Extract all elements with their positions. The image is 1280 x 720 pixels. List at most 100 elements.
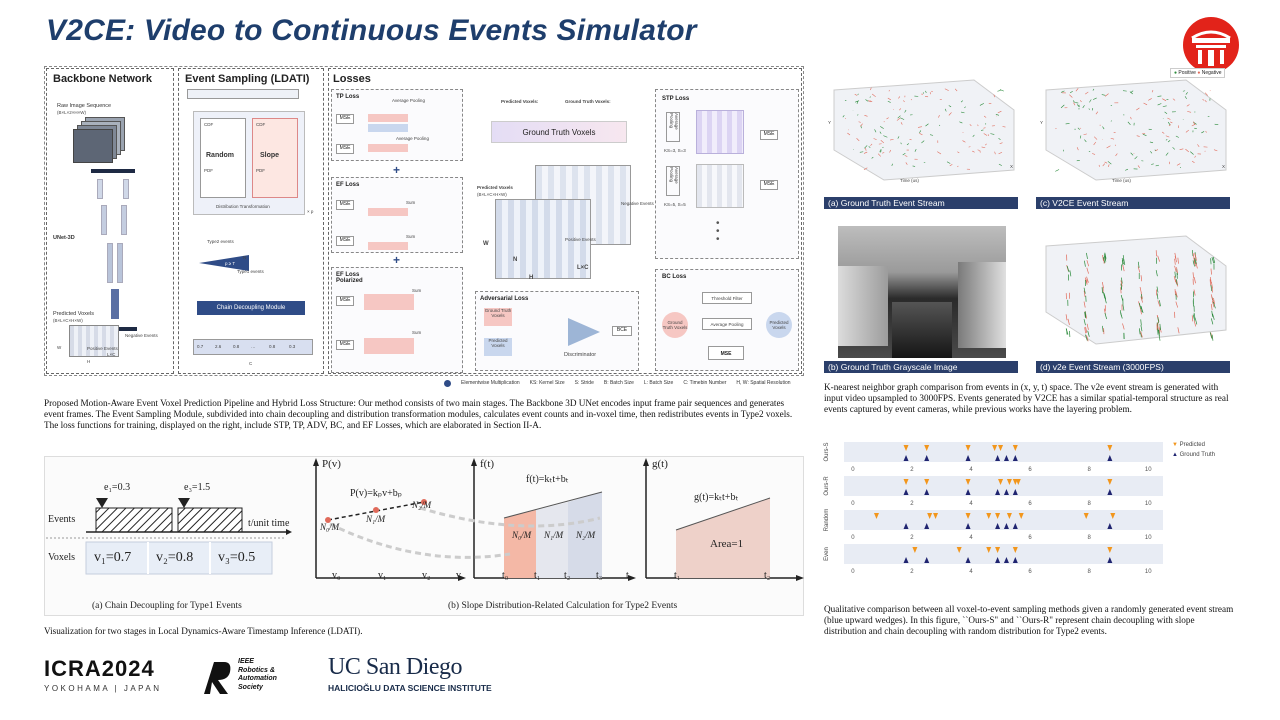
knn-edge (1140, 296, 1143, 303)
knn-edge (1060, 104, 1065, 109)
knn-edge (1193, 289, 1196, 296)
v-axis: v (456, 570, 461, 581)
predicted-marker (965, 479, 971, 485)
v1-tick: v₁ (378, 570, 387, 581)
knn-edge (925, 123, 929, 127)
tick-label: 10 (1145, 467, 1152, 473)
knn-edge (1082, 105, 1085, 109)
legend-gt-label: Ground Truth (1179, 452, 1215, 458)
knn-edge (1174, 265, 1177, 272)
knn-edge (1072, 100, 1075, 103)
knn-edge (929, 134, 934, 136)
knn-edge (1176, 163, 1181, 166)
tp-avg-pooling-2: Average Pooling (396, 136, 429, 141)
knn-edge (1055, 169, 1060, 172)
predicted-marker (1107, 479, 1113, 485)
knn-edge (859, 151, 864, 153)
knn-edge (921, 140, 925, 144)
knn-edge (1120, 280, 1123, 287)
gt-marker (924, 557, 930, 563)
n-label: N (243, 255, 247, 260)
knn-edge (1103, 255, 1107, 262)
knn-edge (1193, 320, 1197, 327)
knn-edge (1213, 297, 1215, 305)
knn-edge (1210, 318, 1214, 325)
knn-edge (1084, 277, 1088, 284)
knn-edge (1177, 257, 1179, 264)
tick-label: 0 (851, 535, 855, 541)
knn-edge (1121, 257, 1124, 265)
knn-edge (1194, 254, 1197, 261)
tp-mse-2: MSE (336, 144, 354, 154)
tick-label: 10 (1145, 535, 1152, 541)
gt-marker (1003, 489, 1009, 495)
knn-edge (1079, 100, 1082, 103)
knn-edge (1211, 295, 1214, 303)
knn-a-y: Y (828, 120, 832, 125)
knn-edge (1174, 258, 1176, 265)
knn-edge (856, 101, 859, 104)
losses-title: Losses (333, 73, 371, 85)
knn-edge (1086, 323, 1089, 330)
raw-image-shape: (B×L×2×H×W) (57, 110, 87, 115)
bc-title: BC Loss (662, 274, 687, 280)
knn-edge (1142, 134, 1147, 136)
knn-edge (1191, 315, 1194, 322)
knn-edge (969, 124, 972, 127)
knn-edge (1102, 291, 1106, 299)
knn-edge (1140, 275, 1143, 282)
e3-label: e₃=1.5 (184, 482, 211, 493)
backbone-title: Backbone Network (53, 73, 153, 85)
knn-edge (1102, 126, 1105, 130)
knn-edge (891, 163, 893, 167)
predicted-marker (903, 479, 909, 485)
knn-edge (1084, 139, 1087, 143)
knn-edge (1162, 98, 1167, 102)
knn-edge (1193, 121, 1195, 125)
knn-edge (865, 99, 869, 102)
ieee-ras-logo: IEEE Robotics & Automation Society (200, 656, 310, 700)
predicted-marker (1012, 445, 1018, 451)
knn-edge (1140, 331, 1143, 338)
knn-plot-d (1045, 235, 1227, 345)
knn-edge (1176, 280, 1179, 287)
knn-edge (890, 138, 894, 141)
adv-pred-box: Predicted Voxels (484, 338, 512, 356)
knn-edge (1127, 121, 1131, 125)
predicted-marker (998, 479, 1004, 485)
tick-label: 8 (1087, 467, 1091, 473)
knn-edge (1194, 155, 1196, 158)
knn-edge (924, 95, 929, 98)
type2-events-label: Type2 events (207, 239, 234, 244)
knn-edge (1093, 136, 1098, 140)
ft-formula: f(t)=kₜt+bₜ (526, 474, 569, 485)
knn-c-y: Y (1040, 120, 1044, 125)
n2m-label: N₂/M (412, 500, 432, 510)
pipeline-figure (44, 66, 804, 376)
t-axis: t (626, 570, 629, 581)
voxel-value-3: … (251, 344, 256, 349)
knn-edge (902, 153, 906, 156)
predicted-marker (986, 513, 992, 519)
knn-edge (1104, 252, 1107, 259)
knn-edge (910, 99, 912, 101)
knn-edge (1159, 323, 1161, 330)
discriminator-shape (568, 318, 600, 346)
knn-edge (1212, 313, 1215, 320)
gt-marker (903, 455, 909, 461)
predicted-marker (924, 445, 930, 451)
dim-w: W (57, 345, 62, 350)
knn-edge (1162, 105, 1167, 107)
knn-edge (964, 106, 966, 109)
chain-decoupling-diagram (46, 498, 292, 575)
knn-edge (1066, 328, 1068, 335)
voxel-value-4: 0.8 (269, 344, 276, 349)
predicted-voxels-center: Predicted Voxels (477, 185, 513, 190)
row-band (844, 442, 1163, 462)
knn-edge (1077, 127, 1080, 130)
knn-edge (1066, 265, 1070, 273)
row-label: Ours-R (824, 476, 830, 496)
knn-edge (938, 115, 940, 118)
tp-loss-title: TP Loss (336, 94, 360, 100)
knn-edge (900, 122, 903, 125)
